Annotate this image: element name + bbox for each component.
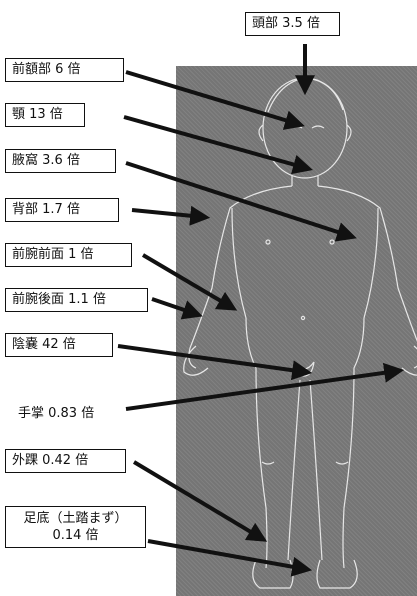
arrow-axilla	[125, 161, 357, 242]
label-jaw: 顎 13 倍	[5, 103, 85, 127]
label-head: 頭部 3.5 倍	[245, 12, 340, 36]
label-forearm-front: 前腕前面 1 倍	[5, 243, 132, 267]
figure-nipple-right	[329, 239, 335, 245]
figure-hands	[183, 345, 417, 376]
arrow-forearm-back	[151, 297, 203, 320]
label-sole-line2: 0.14 倍	[52, 528, 99, 543]
figure-body-sides	[231, 207, 379, 569]
label-forearm-back: 前腕後面 1.1 倍	[5, 288, 148, 312]
arrow-back	[131, 205, 211, 226]
arrow-forearm-front	[141, 253, 238, 311]
figure-ear-left	[258, 124, 264, 142]
figure-knees	[261, 461, 349, 465]
label-back: 背部 1.7 倍	[5, 198, 119, 222]
figure-torso	[188, 185, 417, 369]
arrow-forehead	[125, 70, 305, 130]
figure-ear-right	[346, 124, 352, 142]
figure-neck	[291, 176, 319, 186]
arrow-jaw	[123, 115, 313, 175]
label-forehead: 前額部 6 倍	[5, 58, 124, 82]
gray-background-panel	[176, 66, 417, 596]
label-axilla: 腋窩 3.6 倍	[5, 149, 116, 173]
child-figure	[183, 77, 417, 589]
arrow-palm	[125, 362, 405, 411]
arrow-scrotum	[117, 344, 313, 381]
label-sole-line1: 足底（土踏まず）	[23, 511, 128, 526]
figure-eyes	[289, 125, 325, 129]
figure-inner-legs	[287, 379, 323, 561]
label-ankle: 外踝 0.42 倍	[5, 449, 126, 473]
label-palm: 手掌 0.83 倍	[18, 406, 95, 421]
label-sole: 足底（土踏まず） 0.14 倍	[5, 506, 146, 548]
arrow-sole	[147, 539, 313, 577]
arrow-ankle	[132, 460, 268, 542]
figure-navel	[300, 315, 306, 321]
arrows	[117, 44, 405, 577]
label-scrotum: 陰嚢 42 倍	[5, 333, 113, 357]
figure-nipple-left	[265, 239, 271, 245]
